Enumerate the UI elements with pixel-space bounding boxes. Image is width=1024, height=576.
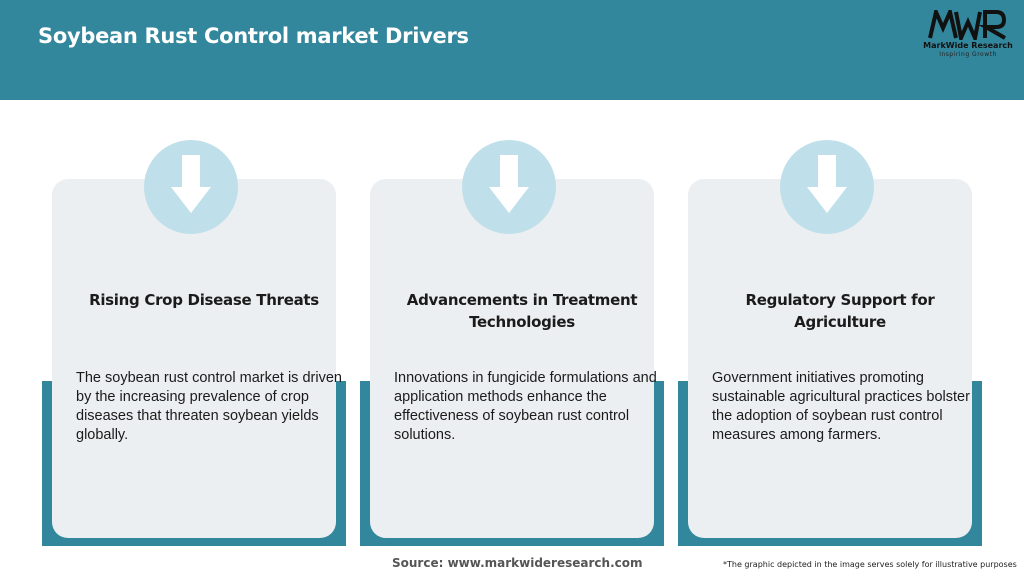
card-panel: Advancements in Treatment Technologies I… (370, 179, 657, 538)
logo-name: MarkWide Research (923, 41, 1013, 50)
icon-circle (462, 140, 556, 234)
card-title: Advancements in Treatment Technologies (406, 291, 638, 331)
driver-card-2: Advancements in Treatment Technologies I… (360, 140, 664, 548)
card-panel: Regulatory Support for Agriculture Gover… (688, 179, 972, 538)
card-title: Rising Crop Disease Threats (89, 291, 319, 309)
header-banner: Soybean Rust Control market Drivers Mark… (0, 0, 1024, 100)
arrow-down-icon (807, 155, 847, 213)
driver-card-3: Regulatory Support for Agriculture Gover… (678, 140, 982, 548)
arrow-down-icon (489, 155, 529, 213)
logo-tagline: Inspiring Growth (939, 51, 997, 58)
card-description: The soybean rust control market is drive… (76, 370, 342, 443)
icon-circle (780, 140, 874, 234)
card-panel: Rising Crop Disease Threats The soybean … (52, 179, 342, 538)
icon-circle (144, 140, 238, 234)
markwide-logo: MarkWide Research Inspiring Growth (922, 10, 1014, 60)
card-description: Government initiatives promoting sustain… (712, 370, 970, 443)
card-description: Innovations in fungicide formulations an… (394, 370, 657, 443)
card-title: Regulatory Support for Agriculture (745, 291, 935, 331)
source-text: Source: www.markwideresearch.com (392, 556, 643, 570)
driver-card-1: Rising Crop Disease Threats The soybean … (42, 140, 346, 548)
page-title: Soybean Rust Control market Drivers (38, 24, 469, 48)
mwr-logo-icon (928, 10, 1007, 40)
arrow-down-icon (171, 155, 211, 213)
disclaimer-text: *The graphic depicted in the image serve… (723, 560, 1017, 569)
